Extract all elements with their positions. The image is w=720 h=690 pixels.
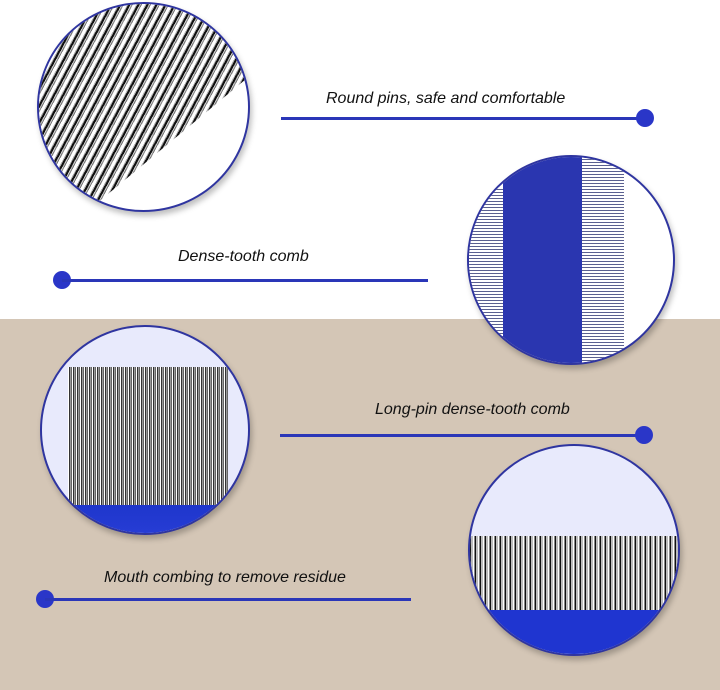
teeth-right: [582, 157, 624, 363]
feature-label-mouth-combing: Mouth combing to remove residue: [104, 569, 346, 586]
feature-label-round-pins: Round pins, safe and comfortable: [326, 90, 566, 107]
diagonal-pins: [39, 4, 248, 210]
comb-base: [42, 505, 248, 533]
connector-dot: [636, 109, 654, 127]
round-pins-image: [37, 2, 250, 212]
feature-label-long-pin: Long-pin dense-tooth comb: [375, 401, 570, 418]
connector-line: [62, 279, 428, 282]
feature-label-dense-tooth: Dense-tooth comb: [178, 248, 309, 265]
connector-dot: [635, 426, 653, 444]
connector-line: [45, 598, 411, 601]
long-pin-comb-image: [40, 325, 250, 535]
comb-base: [470, 610, 678, 654]
long-pins: [68, 367, 228, 507]
connector-line: [281, 117, 643, 120]
comb-spine: [503, 157, 582, 363]
teeth-left: [469, 187, 504, 363]
dense-tooth-comb-image: [467, 155, 675, 365]
mouth-pins: [470, 536, 678, 610]
mouth-comb-image: [468, 444, 680, 656]
connector-line: [280, 434, 642, 437]
